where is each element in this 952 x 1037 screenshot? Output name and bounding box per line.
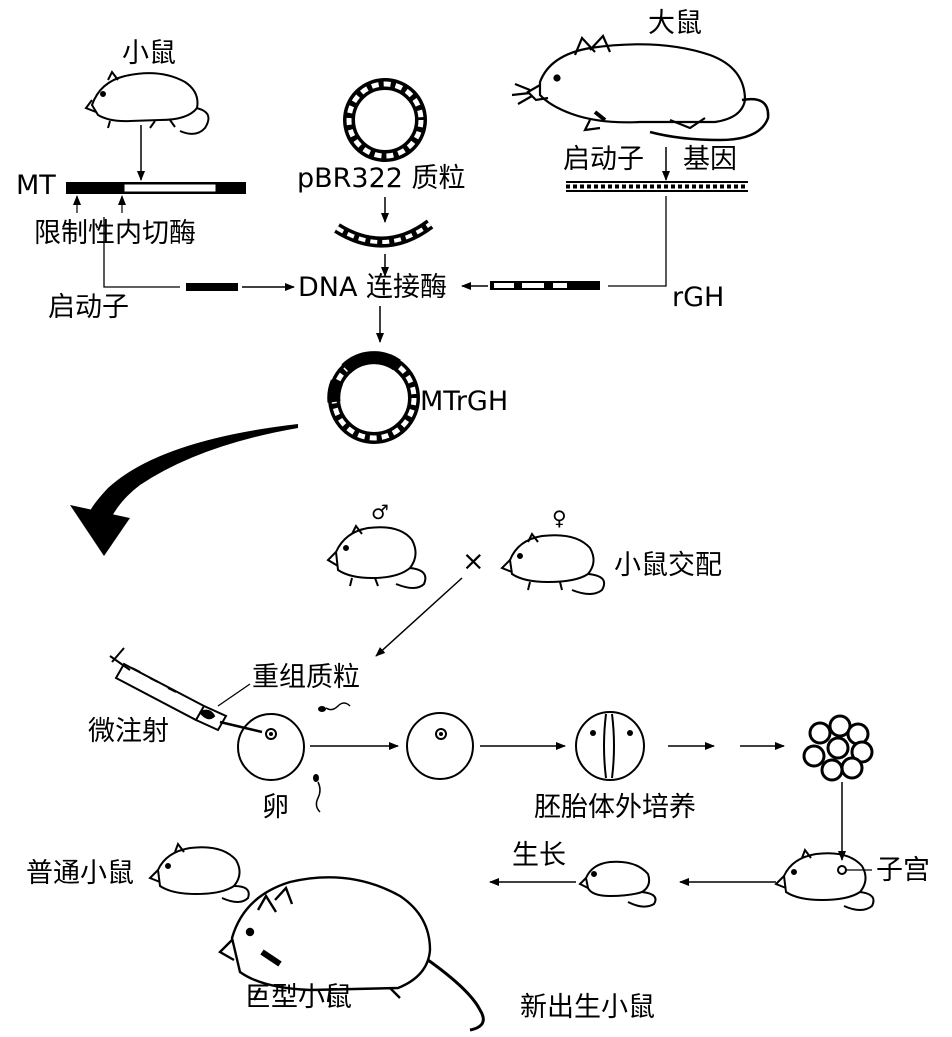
female-mouse-illustration [500,532,606,595]
label-uterus: 子宫 [876,855,930,886]
label-mouse: 小鼠 [122,38,176,69]
label-restriction-enzyme: 限制性内切酶 [34,218,196,249]
plasmid-fragment [334,219,434,248]
pbr322-plasmid [343,78,427,162]
label-dna-ligase: DNA 连接酶 [298,272,448,303]
label-mtrgh: MTrGH [420,386,509,417]
label-female-symbol: ♀ [552,506,567,530]
top-mouse-illustration [84,70,210,135]
arrow-mating-to-recombinant [375,577,463,657]
label-growth: 生长 [512,840,566,871]
uterus-mouse-illustration [774,847,875,911]
label-mating: 小鼠交配 [614,550,722,581]
label-normal-mouse: 普通小鼠 [26,858,134,889]
mtrgh-plasmid [327,351,420,444]
big-curved-arrow [70,424,298,556]
rat-illustration [511,34,770,142]
label-promoter-gene: 启动子 [563,144,644,175]
zygote-cell [406,712,474,780]
label-microinjection: 微注射 [88,716,169,747]
rat-gene-dna [566,181,748,192]
arrow-promoter-line [103,217,180,288]
label-promoter: 启动子 [48,292,129,323]
label-cross: × [462,546,485,577]
two-cell-embryo [575,711,645,781]
morula-embryo [802,714,874,782]
syringe-illustration [109,647,263,734]
promoter-fragment [186,283,238,291]
pointer-recombinant [217,683,251,707]
normal-mouse-illustration [148,841,250,903]
label-recombinant-plasmid: 重组质粒 [252,662,360,693]
label-male-symbol: ♂ [371,500,389,524]
label-plasmid: pBR322 质粒 [297,163,466,194]
label-gene: 基因 [683,144,737,175]
label-newborn-mouse: 新出生小鼠 [520,992,655,1023]
label-giant-mouse: 巨型小鼠 [244,982,352,1013]
mt-dna-strand [66,182,246,194]
label-egg: 卵 [262,792,289,823]
label-mt: MT [16,170,56,201]
label-rgh: rGH [672,282,725,313]
label-embryo-culture: 胚胎体外培养 [534,792,696,823]
label-rat: 大鼠 [648,8,702,39]
male-mouse-illustration [326,524,427,589]
egg-cell [237,702,351,813]
newborn-mouse-illustration [578,860,657,908]
arrow-gene-line [608,196,667,287]
giant-mouse-illustration [218,876,485,1032]
rgh-fragment [490,281,600,290]
